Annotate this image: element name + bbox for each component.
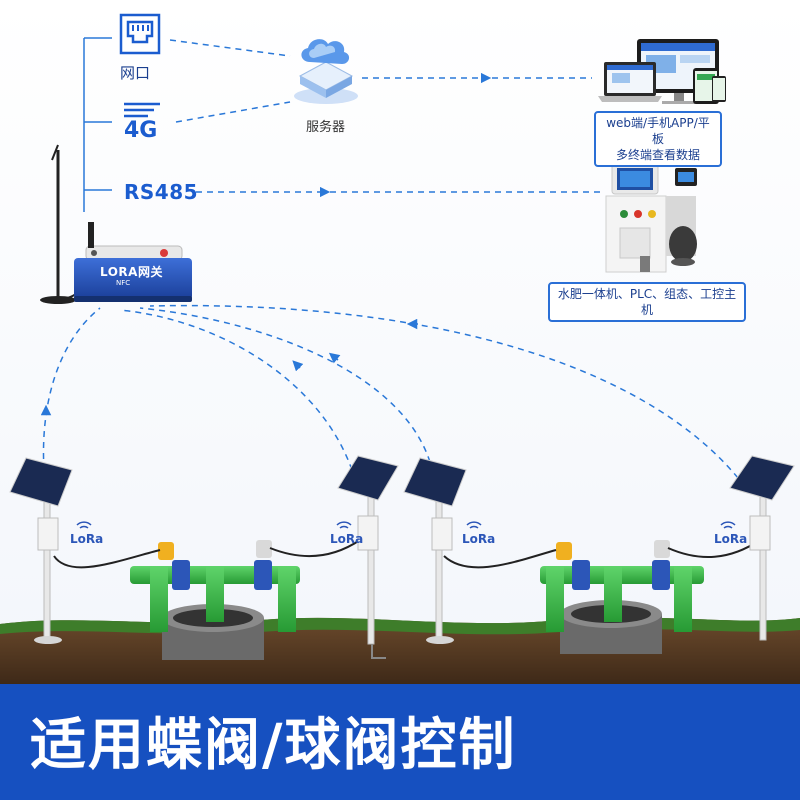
- lora-badge-2: LoRa: [330, 532, 364, 546]
- gateway-sub-label: NFC: [116, 279, 131, 287]
- lora-links: [40, 304, 739, 479]
- well-right: [560, 600, 662, 654]
- control-cabinet-image: [605, 163, 697, 273]
- terminals-tag: web端/手机APP/平板 多终端查看数据: [594, 111, 722, 167]
- lora-badge-3: LoRa: [462, 532, 496, 546]
- ethernet-port-icon: [119, 13, 161, 55]
- banner-bg: [0, 684, 800, 800]
- terminals-line-2: 多终端查看数据: [615, 148, 700, 162]
- solar-node-1: [9, 457, 73, 644]
- pipe-assembly-left: [130, 540, 300, 632]
- solar-node-3: [403, 457, 467, 644]
- signal-4g-icon: [124, 102, 160, 118]
- banner-title: 适用蝶阀/球阀控制: [30, 713, 517, 778]
- serial-channel-label: RS485: [124, 180, 199, 204]
- lora-badge-4: LoRa: [714, 532, 748, 546]
- solar-node-4: [729, 455, 795, 641]
- lora-wifi-icon: [76, 521, 736, 529]
- network-channel-label: 网口: [120, 64, 151, 82]
- solar-node-2: [337, 455, 399, 659]
- lora-badge-1: LoRa: [70, 532, 104, 546]
- pipe-assembly-right: [540, 540, 704, 632]
- channel-tree: [83, 37, 112, 212]
- terminal-devices-image: [598, 39, 726, 104]
- gateway-label: LORA网关: [100, 265, 163, 279]
- cellular-channel-label: 4G: [124, 118, 158, 143]
- controllers-tag: 水肥一体机、PLC、组态、工控主机: [548, 282, 746, 322]
- upper-links: [169, 39, 600, 198]
- server-label: 服务器: [306, 120, 346, 135]
- cloud-server-icon: [294, 39, 358, 104]
- terminals-line-1: web端/手机APP/平板: [606, 116, 710, 146]
- lora-gateway-image: [74, 222, 192, 302]
